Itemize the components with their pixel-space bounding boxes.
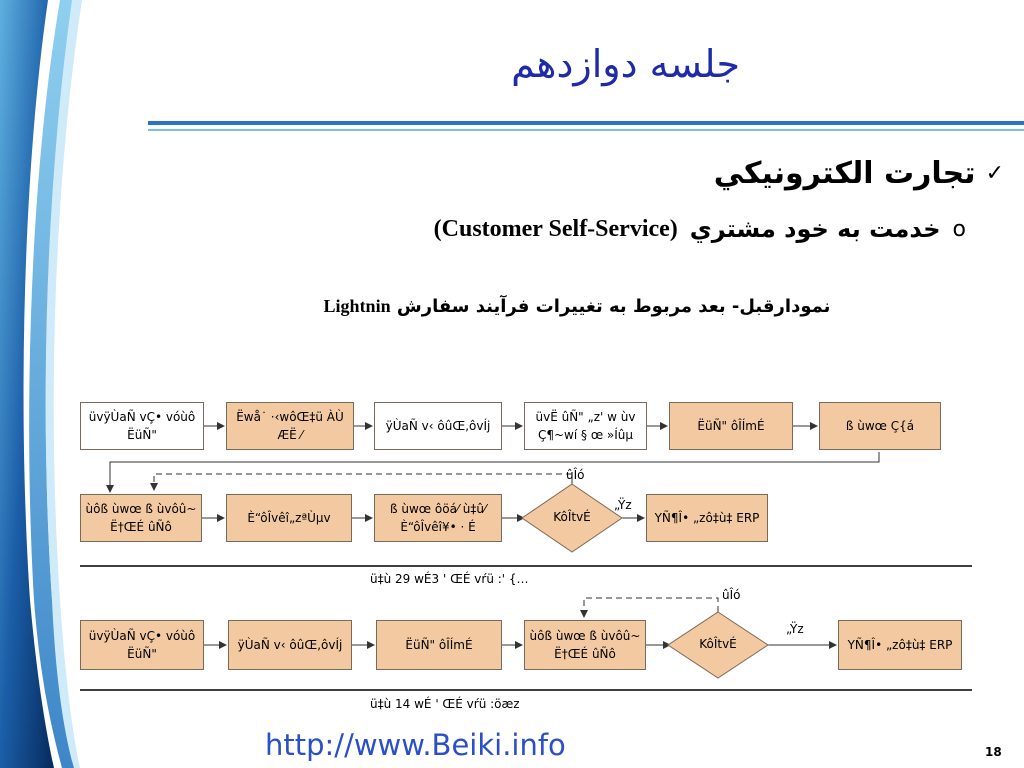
bullet-self-service-en: (Customer Self-Service) [433,215,678,242]
before-summary: ü‡ù 29 wÉ3 ' ŒÉ vŕü :' {… [370,572,529,586]
after-decision-label-top: ûÎó [722,588,741,602]
before-decision-label-right: „Ÿz [614,498,632,512]
diagram-caption: نمودارقبل- بعد مربوط به تغييرات فرآيند س… [272,296,882,317]
after-decision-label-right: „Ÿz [786,622,804,636]
bullet-self-service-fa: خدمت به خود مشتري [689,215,941,243]
diagram-caption-en: Lightnin [323,296,391,316]
page-number: 18 [985,745,1002,759]
after-step-3: ËüÑ" ôÎÍmÉ [376,620,502,670]
bullet-self-service: o خدمت به خود مشتري (Customer Self-Servi… [434,215,966,243]
before-step-7: ùôß ùwœ ß ùvôû~ Ë†ŒÉ ûÑô [80,494,202,542]
bullet-ecommerce: ✓ تجارت الكترونيكي [714,156,1004,191]
before-step-erp: YÑ¶Î• „zô‡ù‡ ERP [646,494,768,542]
after-decision-text: KôÎtvÉ [699,637,737,651]
before-decision-text: KôÎtvÉ [553,510,591,524]
after-step-erp: YÑ¶Î• „zô‡ù‡ ERP [838,620,962,670]
before-step-3: ÿÙaÑ v‹ ôûŒ‚ôvÍj [374,402,502,450]
footer-url-link[interactable]: http://www.Beiki.info [265,728,566,762]
decision-diamond-before [521,483,623,553]
before-decision-label-top: ûÎó [566,468,585,482]
after-step-1: üvÿÙaÑ vÇ• vóùô ËüÑ" [80,620,204,670]
bullet-ecommerce-text: تجارت الكترونيكي [713,156,976,191]
before-step-8: È“ôÎvêî„zªÙµv [226,494,352,542]
before-step-6: ß ùwœ Ç{á [819,402,941,450]
left-decor-band [0,0,54,768]
before-step-2: Ëwå˙ ·‹wôŒ‡ü ÀÙ ÆË ⁄ [226,402,354,450]
after-step-4: ùôß ùwœ ß ùvôû~ Ë†ŒÉ ûÑô [524,620,646,670]
after-step-2: ÿÙaÑ v‹ ôûŒ‚ôvÍj [228,620,352,670]
before-step-9: ß ùwœ ôöá⁄ ù‡û⁄ È“ôÎvêî¥• · É [374,494,502,542]
check-mark-icon: ✓ [985,161,1004,186]
slide-title: جلسه دوازدهم [511,42,740,86]
left-decor-arc [29,0,76,768]
before-step-4: üvË ûÑ" „z' w ùv Ç¶~wí § œ »Íûµ [524,402,647,450]
hollow-circle-bullet-icon: o [952,216,966,242]
before-step-5: ËüÑ" ôÎÍmÉ [669,402,793,450]
after-summary: ü‡ù 14 wÉ ' ŒÉ vŕü :öæz [370,697,520,711]
diagram-caption-fa: نمودارقبل- بعد مربوط به تغييرات فرآيند س… [396,296,831,317]
decision-diamond-after [667,611,769,679]
left-decor-arc-inner [45,0,82,768]
before-step-1: üvÿÙaÑ vÇ• vóùô ËüÑ" [80,402,204,450]
